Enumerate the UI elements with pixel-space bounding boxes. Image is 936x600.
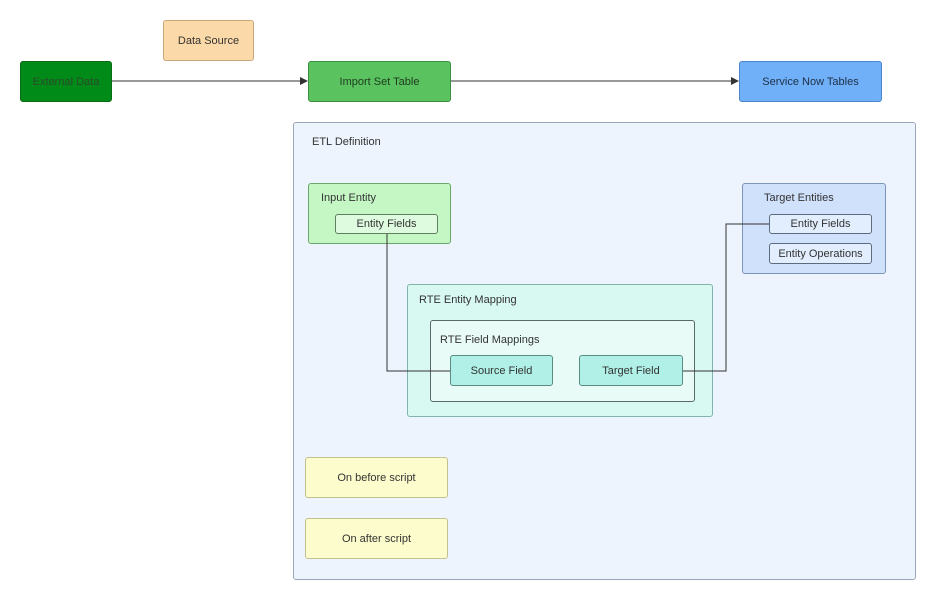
source-field-node: Source Field [450,355,553,386]
etl-definition-label: ETL Definition [312,136,381,148]
rte-entity-mapping-label: RTE Entity Mapping [419,294,517,306]
on-before-script-node: On before script [305,457,448,498]
target-field-node: Target Field [579,355,683,386]
import-set-table-node: Import Set Table [308,61,451,102]
data-source-node: Data Source [163,20,254,61]
target-entities-label: Target Entities [764,192,834,204]
input-entity-fields-node: Entity Fields [335,214,438,234]
on-after-script-node: On after script [305,518,448,559]
service-now-tables-node: Service Now Tables [739,61,882,102]
external-data-node: External Data [20,61,112,102]
target-entity-operations-node: Entity Operations [769,243,872,264]
rte-field-mappings-label: RTE Field Mappings [440,334,540,346]
target-entity-fields-node: Entity Fields [769,214,872,234]
input-entity-label: Input Entity [321,192,377,204]
